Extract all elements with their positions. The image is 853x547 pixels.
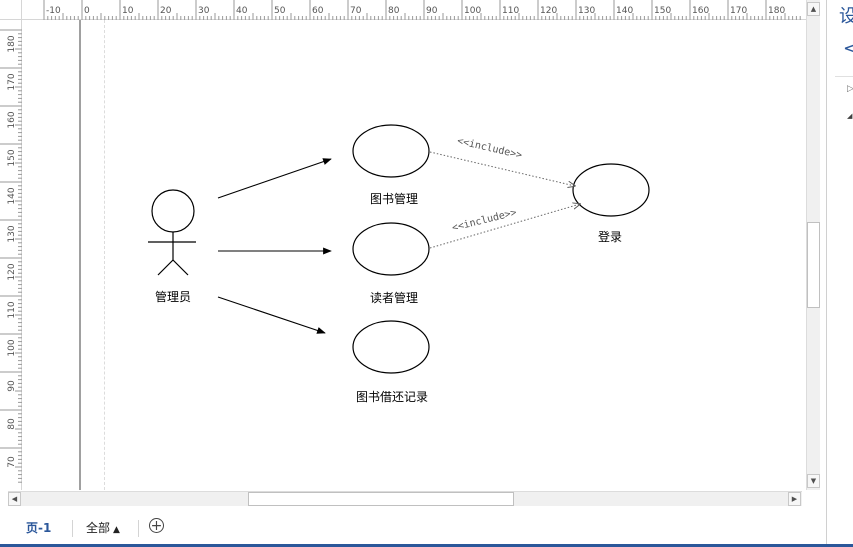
ruler-label: 40	[236, 6, 248, 16]
include-relation-book-login[interactable]: <<include>>	[429, 136, 575, 186]
ruler-label: 60	[312, 6, 324, 16]
chevron-up-icon: ▲	[810, 4, 817, 13]
horizontal-scrollbar[interactable]: ◀ ▶	[8, 491, 802, 506]
ruler-label: 0	[84, 6, 90, 16]
tab-all-pages[interactable]: 全部▲	[86, 519, 120, 536]
add-page-button[interactable]: +	[149, 518, 164, 533]
ruler-label: 110	[7, 301, 17, 318]
caret-up-icon: ▲	[113, 525, 120, 535]
use-case-label: 图书管理	[370, 191, 418, 206]
vertical-scrollbar[interactable]: ▲ ▼	[806, 0, 820, 490]
actor-label: 管理员	[155, 289, 191, 304]
ruler-label: 80	[7, 418, 17, 430]
ruler-label: 70	[350, 6, 362, 16]
ruler-label: 140	[7, 187, 17, 204]
ruler-label: -10	[46, 6, 61, 16]
tab-separator	[72, 520, 73, 537]
ruler-label: 130	[578, 6, 595, 16]
ruler-label: 180	[768, 6, 785, 16]
ruler-label: 170	[730, 6, 747, 16]
use-case-diagram: 管理员 图书管理 读者管理 图书借还记录 登录	[148, 124, 650, 404]
use-case-label: 登录	[598, 229, 622, 244]
ruler-label: 30	[198, 6, 210, 16]
vertical-scroll-thumb[interactable]	[807, 222, 820, 308]
ruler-label: 100	[7, 339, 17, 356]
association-book-management[interactable]	[217, 158, 332, 199]
task-pane-divider	[835, 76, 853, 77]
horizontal-ruler-scale: -10 0 10 20 30 40 50 60 70 80 90 100 110 120 130 140 150…	[43, 0, 801, 20]
page-left-edge	[79, 20, 81, 490]
collapse-triangle-icon[interactable]: ◢	[847, 112, 853, 120]
stick-figure-actor-icon	[148, 189, 196, 276]
back-icon[interactable]: <	[843, 38, 853, 59]
tab-all-pages-label: 全部	[86, 521, 111, 535]
plus-circle-icon: +	[150, 517, 163, 534]
ruler-label: 90	[426, 6, 438, 16]
task-pane: 设 < ▷ ◢	[826, 0, 853, 547]
drawing-canvas[interactable]: 管理员 图书管理 读者管理 图书借还记录 登录	[22, 20, 806, 490]
scroll-up-button[interactable]: ▲	[807, 2, 820, 16]
tab-page-1[interactable]: 页-1	[26, 521, 52, 535]
ruler-label: 120	[7, 263, 17, 280]
ruler-label: 160	[7, 111, 17, 128]
ruler-label: 130	[7, 225, 17, 242]
status-bar	[0, 544, 853, 547]
horizontal-ruler[interactable]: -10 0 10 20 30 40 50 60 70 80 90 100 110 120 130 140 150…	[22, 0, 806, 20]
ruler-label: 20	[160, 6, 172, 16]
use-case-label: 图书借还记录	[356, 390, 428, 404]
horizontal-scroll-thumb[interactable]	[248, 492, 514, 506]
association-borrow-records[interactable]	[217, 296, 326, 334]
expand-triangle-icon[interactable]: ▷	[847, 84, 853, 94]
vertical-ruler-scale: 180 170 160 150 140 130 120 110 100 90 80 70	[0, 29, 22, 483]
chevron-right-icon: ▶	[791, 494, 798, 503]
ruler-label: 90	[7, 380, 17, 392]
ruler-corner	[0, 0, 22, 20]
page-background-outside	[22, 20, 80, 490]
ruler-label: 150	[7, 149, 17, 166]
actor-administrator[interactable]: 管理员	[148, 189, 196, 304]
ruler-label: 150	[654, 6, 671, 16]
ruler-label: 50	[274, 6, 286, 16]
ruler-label: 160	[692, 6, 709, 16]
use-case-borrow-records[interactable]: 图书借还记录	[352, 320, 430, 404]
use-case-label: 读者管理	[370, 290, 418, 305]
ruler-label: 180	[7, 35, 17, 52]
task-pane-title: 设	[839, 6, 853, 27]
scroll-right-button[interactable]: ▶	[788, 492, 801, 506]
chevron-down-icon: ▼	[810, 476, 817, 485]
ruler-label: 140	[616, 6, 633, 16]
ruler-label: 110	[502, 6, 519, 16]
ruler-label: 80	[388, 6, 400, 16]
use-case-reader-management[interactable]: 读者管理	[352, 222, 430, 305]
ruler-label: 170	[7, 73, 17, 90]
chevron-left-icon: ◀	[11, 494, 18, 503]
use-case-book-management[interactable]: 图书管理	[352, 124, 430, 206]
ruler-label: 10	[122, 6, 134, 16]
scroll-left-button[interactable]: ◀	[8, 492, 21, 506]
ruler-label: 100	[464, 6, 481, 16]
drawing-workspace: -10 0 10 20 30 40 50 60 70 80 90 100 110 120 130 140 150…	[0, 0, 820, 506]
use-case-login[interactable]: 登录	[572, 163, 650, 244]
page-margin-guide	[104, 20, 105, 490]
vertical-ruler[interactable]: 180 170 160 150 140 130 120 110 100 90 80 70	[0, 20, 22, 490]
include-stereotype-label: <<include>>	[456, 136, 523, 162]
ruler-label: 70	[7, 456, 17, 468]
include-stereotype-label: <<include>>	[451, 207, 518, 234]
page-tab-bar: 页-1 全部▲ +	[0, 516, 826, 544]
include-relation-reader-login[interactable]: <<include>>	[429, 204, 580, 249]
ruler-label: 120	[540, 6, 557, 16]
scroll-down-button[interactable]: ▼	[807, 474, 820, 488]
tab-separator	[138, 520, 139, 537]
